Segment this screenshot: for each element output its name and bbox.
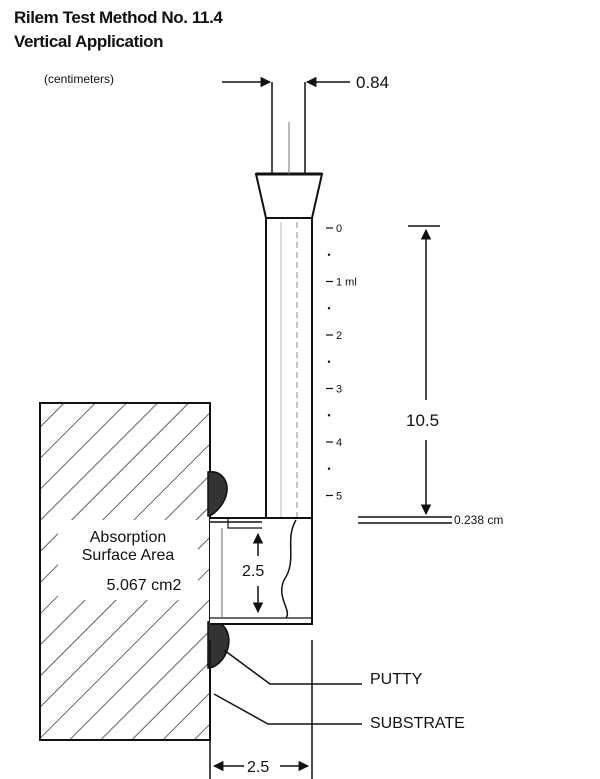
scale-minor-tick <box>327 467 331 470</box>
tube-cap <box>254 172 324 219</box>
dim-chamber-depth-label: 2.5 <box>247 759 269 776</box>
putty-callout: PUTTY <box>223 649 423 688</box>
graduated-tube <box>265 218 313 518</box>
substrate-block <box>39 402 211 741</box>
scale-label: 3 <box>336 384 342 396</box>
area-line-1: Absorption <box>90 529 167 546</box>
dim-chamber-height: 2.5 <box>242 532 264 614</box>
scale-minor-tick <box>327 360 331 363</box>
dim-tube-diameter: 0.84 <box>222 73 389 92</box>
dim-chamber-depth: 2.5 <box>209 640 313 779</box>
diagram-title: Rilem Test Method No. 11.4 <box>14 8 223 27</box>
scale-label: 2 <box>336 330 342 342</box>
dim-base-gap-label: 0.238 cm <box>454 513 503 527</box>
scale-minor-tick <box>327 307 331 310</box>
scale-label: 1 ml <box>336 277 357 289</box>
tube-stem <box>271 82 306 174</box>
scale-minor-tick <box>327 414 331 417</box>
dim-column-height-label: 10.5 <box>406 411 439 430</box>
putty-label: PUTTY <box>370 671 423 688</box>
diagram-subtitle: Vertical Application <box>14 32 164 51</box>
dim-base-gap: 0.238 cm <box>358 513 503 527</box>
scale-label: 5 <box>336 491 342 503</box>
substrate-label: SUBSTRATE <box>370 715 465 732</box>
absorption-area-label: Absorption Surface Area 5.067 cm2 <box>82 529 182 594</box>
dim-chamber-height-label: 2.5 <box>242 563 264 580</box>
test-chamber <box>210 517 313 625</box>
area-value: 5.067 cm2 <box>107 577 182 594</box>
dim-column-height: 10.5 <box>406 225 440 516</box>
area-line-2: Surface Area <box>82 547 175 564</box>
scale-minor-tick <box>327 253 331 256</box>
substrate-callout: SUBSTRATE <box>213 693 465 732</box>
scale-ticks: 0 1 ml 2 3 4 5 <box>326 223 357 503</box>
units-label: (centimeters) <box>44 72 115 86</box>
dim-tube-diameter-label: 0.84 <box>356 73 389 92</box>
scale-label: 0 <box>336 223 342 235</box>
scale-label: 4 <box>336 437 342 449</box>
